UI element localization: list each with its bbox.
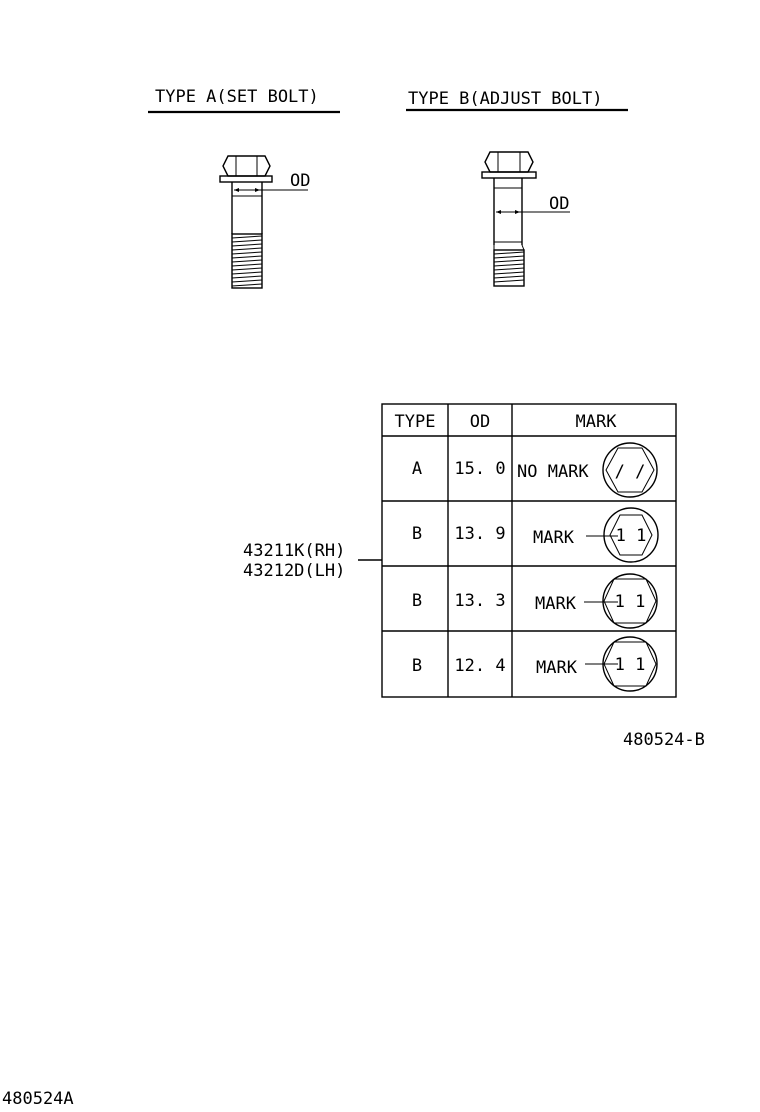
header-od: OD (470, 412, 490, 432)
row3-head-mark: 1 1 (615, 592, 646, 612)
head-mark-icon: 1 1 (603, 507, 659, 563)
head-no-mark-icon: / / (602, 442, 658, 498)
page-code: 480524A (2, 1089, 74, 1109)
spec-table (381, 403, 677, 698)
type-a-bolt-drawing (219, 155, 308, 289)
row4-head-mark: 1 1 (615, 655, 646, 675)
row3-od: 13. 3 (454, 591, 505, 611)
row3-mark-text: MARK (535, 594, 577, 614)
row4-type: B (412, 656, 422, 676)
figure-code: 480524-B (623, 730, 705, 750)
row4-mark-text: MARK (536, 658, 578, 678)
type-b-od-label: OD (549, 194, 569, 214)
row1-mark-text: NO MARK (517, 462, 589, 482)
row2-od: 13. 9 (454, 524, 505, 544)
header-mark: MARK (576, 412, 618, 432)
part-number-lh: 43212D(LH) (243, 561, 345, 581)
row1-od: 15. 0 (454, 459, 505, 479)
type-a-od-label: OD (290, 171, 310, 191)
type-b-title: TYPE B(ADJUST BOLT) (408, 89, 602, 109)
type-b-bolt-drawing (481, 151, 570, 287)
head-mark-icon: 1 1 (602, 636, 658, 692)
row4-od: 12. 4 (454, 656, 505, 676)
header-type: TYPE (395, 412, 436, 432)
row2-head-mark: 1 1 (616, 526, 647, 546)
row2-mark-text: MARK (533, 528, 575, 548)
row3-type: B (412, 591, 422, 611)
row1-type: A (412, 459, 422, 479)
head-mark-icon: 1 1 (602, 573, 658, 629)
type-a-title: TYPE A(SET BOLT) (155, 87, 319, 107)
row1-head-mark: / / (615, 462, 646, 482)
row2-type: B (412, 524, 422, 544)
part-number-rh: 43211K(RH) (243, 541, 345, 561)
